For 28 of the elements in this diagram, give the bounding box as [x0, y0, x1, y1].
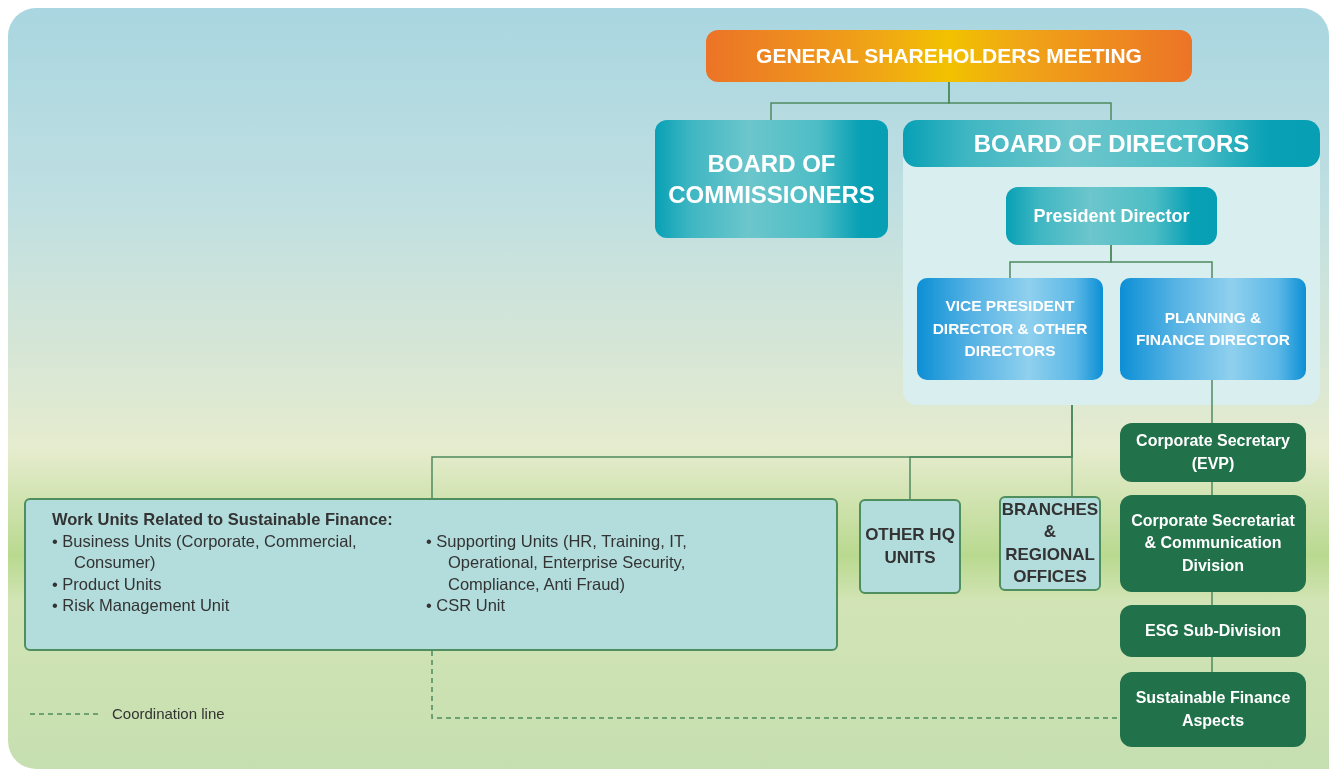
- unit-box: Corporate Secretary (EVP): [1120, 423, 1306, 482]
- list-item: • Business Units (Corporate, Commercial, Consumer): [52, 531, 358, 574]
- connector-line: [1071, 404, 1073, 497]
- unit-box: OTHER HQ UNITS: [859, 499, 961, 594]
- connector-line: [1110, 244, 1213, 279]
- unit-box: Corporate Secretariat & Communication Division: [1120, 495, 1306, 592]
- unit-list-box: [24, 498, 838, 651]
- connector-line: [1211, 379, 1213, 424]
- connector-line: [1211, 481, 1213, 496]
- unit-box: BRANCHES & REGIONAL OFFICES: [999, 496, 1101, 591]
- board-box: BOARD OF COMMISSIONERS: [655, 120, 888, 238]
- legend-label: Coordination line: [112, 705, 225, 722]
- director-box: VICE PRESIDENT DIRECTOR & OTHER DIRECTORS: [917, 278, 1103, 380]
- connector-line: [948, 81, 1112, 121]
- list-item: • Risk Management Unit: [52, 595, 231, 617]
- list-item: • Product Units: [52, 573, 163, 595]
- meeting-box: GENERAL SHAREHOLDERS MEETING: [706, 30, 1192, 82]
- unit-box: ESG Sub-Division: [1120, 605, 1306, 657]
- director-box: President Director: [1006, 187, 1217, 245]
- list-item: • CSR Unit: [426, 595, 507, 617]
- board-header: BOARD OF DIRECTORS: [903, 120, 1320, 167]
- connector-line: [1211, 591, 1213, 606]
- connector-line: [1211, 656, 1213, 673]
- director-box: PLANNING & FINANCE DIRECTOR: [1120, 278, 1306, 380]
- list-item: • Supporting Units (HR, Training, IT, Operational, Enterprise Security, Compliance, Anti Fraud): [426, 531, 688, 595]
- board-panel: [903, 120, 1320, 405]
- unit-box: Sustainable Finance Aspects: [1120, 672, 1306, 747]
- list-heading: Work Units Related to Sustainable Finance:: [52, 510, 393, 529]
